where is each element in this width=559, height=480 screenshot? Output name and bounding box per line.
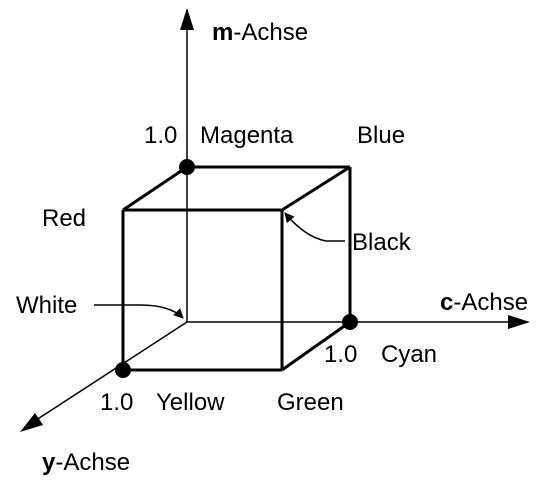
m-axis-label: m-Achse: [212, 19, 308, 46]
red-label: Red: [42, 205, 86, 232]
y-axis-arrowhead: [20, 413, 43, 432]
yellow-scale-label: 1.0: [100, 389, 133, 416]
cyan-point: [342, 314, 358, 330]
m-axis-arrowhead: [180, 8, 194, 30]
white-pointer-arrow: [94, 304, 184, 319]
yellow-point: [115, 362, 131, 378]
white-label: White: [16, 292, 77, 319]
c-axis-label: c-Achse: [440, 289, 528, 316]
magenta-label: Magenta: [200, 122, 294, 149]
blue-label: Blue: [357, 122, 405, 149]
yellow-label: Yellow: [156, 389, 225, 416]
black-pointer-arrow: [284, 212, 345, 242]
c-axis-arrowhead: [508, 315, 530, 329]
y-axis-line: [29, 321, 188, 425]
magenta-point: [179, 159, 195, 175]
black-label: Black: [352, 229, 412, 256]
cyan-scale-label: 1.0: [324, 341, 357, 368]
green-label: Green: [277, 389, 344, 416]
cyan-label: Cyan: [381, 341, 437, 368]
cmy-cube: [121, 165, 352, 372]
magenta-scale-label: 1.0: [144, 122, 177, 149]
y-axis-label: y-Achse: [42, 449, 130, 476]
